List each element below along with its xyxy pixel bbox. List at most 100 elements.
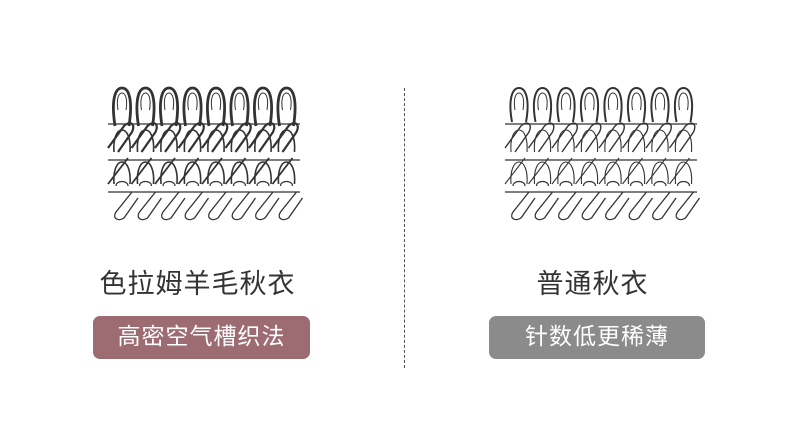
knit-strand — [575, 157, 596, 185]
knit-loop — [207, 161, 225, 185]
knit-hook — [511, 191, 536, 221]
knit-loop-inner — [607, 92, 619, 111]
knit-arc — [115, 180, 129, 187]
knit-loop — [673, 86, 694, 123]
left-panel: 色拉姆羊毛秋衣 高密空气槽织法 — [93, 86, 310, 359]
knit-arc — [209, 180, 223, 187]
knit-arc — [653, 180, 667, 187]
knit-strand — [551, 157, 573, 185]
knit-loop — [532, 86, 553, 123]
knit-loop — [579, 86, 600, 123]
knit-arc — [676, 180, 691, 187]
knit-strand — [504, 122, 531, 153]
knit-loop — [510, 161, 528, 185]
knit-hook — [114, 191, 139, 221]
knit-loop — [136, 129, 155, 153]
knit-hook — [137, 191, 163, 221]
knit-strand — [645, 157, 667, 185]
knit-hook — [652, 191, 677, 221]
knit-strand — [224, 122, 252, 153]
knit-loop — [277, 161, 296, 185]
knit-strand — [622, 157, 643, 185]
knit-loop — [674, 129, 693, 153]
knit-loop — [183, 161, 202, 185]
knit-arc — [535, 180, 550, 187]
knit-hook — [675, 191, 701, 221]
knit-loop — [510, 129, 528, 153]
knit-loop — [580, 129, 599, 153]
knit-loop — [230, 161, 249, 185]
knit-loop — [580, 161, 599, 185]
knit-arc — [232, 180, 247, 187]
knit-loop — [627, 129, 646, 153]
knit-strand — [551, 122, 578, 153]
left-title: 色拉姆羊毛秋衣 — [99, 269, 296, 300]
knit-loop-inner — [560, 92, 572, 111]
knit-loop — [604, 161, 622, 185]
knit-strand — [248, 122, 276, 153]
knit-strand — [201, 122, 229, 153]
knit-hook — [558, 191, 583, 221]
knit-strand — [154, 157, 176, 185]
knit-hook — [534, 191, 560, 221]
knit-loop-inner — [210, 92, 222, 111]
knit-hook — [161, 191, 186, 221]
knit-hook — [581, 191, 607, 221]
knit-loop — [112, 86, 132, 127]
knit-strand — [574, 122, 602, 153]
knit-loop — [254, 129, 272, 153]
knit-strand — [248, 157, 270, 185]
knit-strand — [598, 157, 620, 185]
knit-loop — [135, 86, 156, 127]
knit-hook — [278, 191, 304, 221]
knit-loop — [556, 86, 576, 123]
knit-loop-inner — [678, 92, 689, 111]
knit-loop — [113, 129, 131, 153]
knit-loop-inner — [140, 92, 151, 111]
knit-strand — [621, 122, 649, 153]
knit-strand — [130, 157, 153, 185]
knit-strand — [130, 122, 158, 153]
knit-loop — [604, 129, 622, 153]
right-panel: 普通秋衣 针数低更稀薄 — [395, 0, 790, 433]
knit-strand — [668, 122, 696, 153]
knit-loop-inner — [537, 92, 548, 111]
knit-arc — [138, 180, 153, 187]
knit-hook — [605, 191, 630, 221]
knit-strand — [177, 122, 205, 153]
left-badge: 高密空气槽织法 — [93, 316, 310, 359]
knit-loop — [183, 129, 202, 153]
knit-arc — [512, 180, 526, 187]
knit-loop-inner — [584, 92, 595, 111]
knit-arc — [185, 180, 200, 187]
knit-loop — [182, 86, 203, 127]
knit-loop-inner — [281, 92, 292, 111]
knit-loop-inner — [631, 92, 642, 111]
knit-loop — [159, 86, 179, 127]
knit-arc — [606, 180, 620, 187]
knit-loop — [277, 129, 296, 153]
knit-strand — [107, 122, 135, 153]
knit-loop-inner — [234, 92, 245, 111]
dense-knit-illustration — [107, 86, 304, 221]
knit-strand — [271, 122, 299, 153]
knit-hook — [208, 191, 233, 221]
knit-strand — [271, 157, 294, 185]
knit-loop — [276, 86, 297, 127]
knit-loop-inner — [116, 92, 128, 111]
knit-strand — [528, 157, 549, 185]
knit-loop — [206, 86, 226, 127]
knit-loop-inner — [654, 92, 666, 111]
sparse-knit-illustration — [504, 86, 701, 221]
knit-loop — [626, 86, 647, 123]
knit-loop — [533, 129, 552, 153]
knit-loop — [160, 161, 178, 185]
knit-loop — [230, 129, 249, 153]
knit-strand — [154, 122, 182, 153]
knit-loop — [651, 161, 669, 185]
knit-loop-inner — [163, 92, 175, 111]
knit-loop — [650, 86, 670, 123]
knit-arc — [559, 180, 573, 187]
knit-strand — [107, 157, 129, 185]
knit-loop — [229, 86, 250, 127]
